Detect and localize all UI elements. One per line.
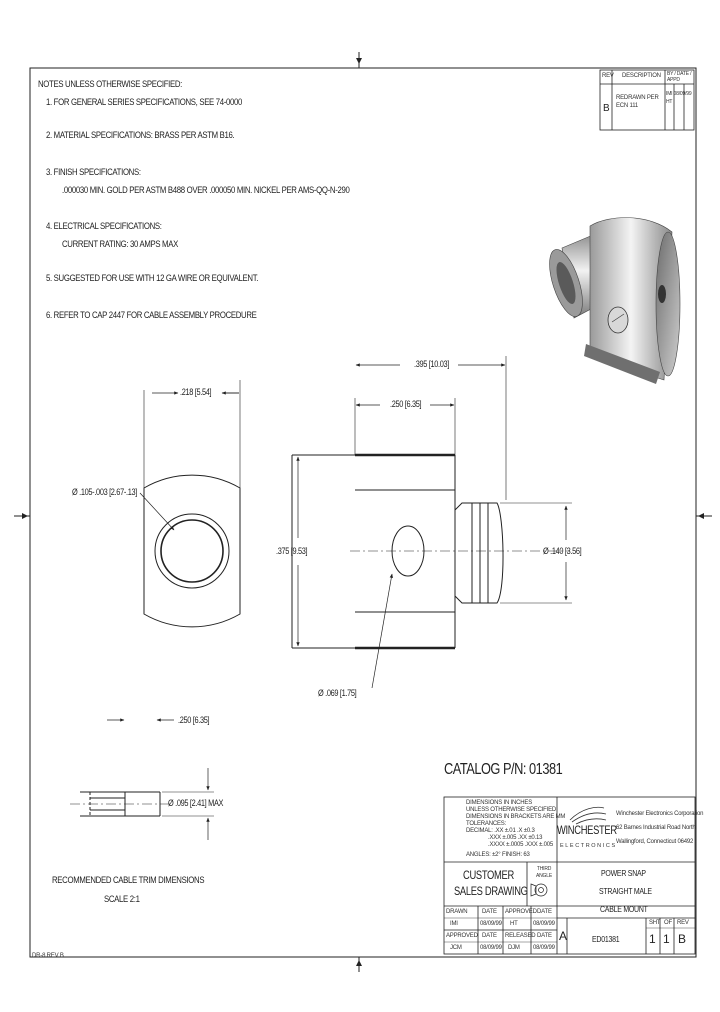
dim-hole-diameter: Ø .069 [1.75] <box>318 688 357 698</box>
drawn-label: DRAWN <box>446 909 468 915</box>
end-view <box>139 380 241 628</box>
note-4: 4. ELECTRICAL SPECIFICATIONS: <box>46 221 162 232</box>
released-by: DJM <box>508 945 520 951</box>
form-number: DR-8 REV B <box>32 953 64 959</box>
sheet-total: 1 <box>663 932 670 946</box>
part-title-line-3: CABLE MOUNT <box>600 904 648 914</box>
company-address-1: Winchester Electronics Corporation <box>616 811 704 817</box>
company-address-3: Wallingford, Connecticut 06492 <box>616 839 694 845</box>
released-label: RELEASED <box>505 933 536 939</box>
rev-label: REV <box>677 920 689 926</box>
drawing-size: A <box>559 929 567 943</box>
rev-header-signoff: BY / DATE / APPD <box>667 71 692 83</box>
tolerance-line-3: DIMENSIONS IN BRACKETS ARE MM <box>466 814 566 820</box>
catalog-part-number: CATALOG P/N: 01381 <box>444 761 563 778</box>
sheet-label: SHT <box>649 920 661 926</box>
dim-strip-length: .250 [6.35] <box>178 715 210 725</box>
rev-header-rev: REV <box>602 73 614 79</box>
sheet-number: 1 <box>649 932 656 946</box>
third-angle-label: THIRD ANGLE <box>536 866 552 879</box>
dim-body-length: .250 [6.35] <box>390 399 422 409</box>
drawing-number: ED01381 <box>592 934 620 944</box>
dim-tail-diameter: Ø .140 [3.56] <box>543 546 582 556</box>
approved-label: APPROVED <box>446 933 478 939</box>
drawn-approved-by: HT <box>510 921 518 927</box>
revision-block <box>599 69 695 131</box>
dim-width: .218 [5.54] <box>180 387 212 397</box>
cable-trim-scale: SCALE 2:1 <box>104 894 140 905</box>
released-date-label: DATE <box>537 933 552 939</box>
part-title-line-1: POWER SNAP <box>601 868 646 878</box>
approved-date-label: DATE <box>482 933 497 939</box>
drawn-date2: 08/09/99 <box>533 921 555 927</box>
notes-header: NOTES UNLESS OTHERWISE SPECIFIED: <box>38 79 182 90</box>
rev-description: REDRAWN PER ECN 111 <box>616 95 659 109</box>
note-5: 5. SUGGESTED FOR USE WITH 12 GA WIRE OR … <box>46 273 259 284</box>
third-angle-projection-symbol <box>530 883 548 897</box>
rev-signoff: IMI 08/09/99 HT <box>666 91 692 105</box>
note-1: 1. FOR GENERAL SERIES SPECIFICATIONS, SE… <box>46 97 243 108</box>
approved-by: JCM <box>450 945 462 951</box>
note-3-detail: .000030 MIN. GOLD PER ASTM B488 OVER .00… <box>62 185 350 196</box>
dim-cable-diameter: Ø .095 [2.41] MAX <box>168 798 224 808</box>
tolerance-line-5: DECIMAL: .XX ±.01 .X ±0.3 <box>466 828 535 834</box>
title-block-grid <box>443 796 696 955</box>
note-4-detail: CURRENT RATING: 30 AMPS MAX <box>62 239 178 250</box>
note-6: 6. REFER TO CAP 2447 FOR CABLE ASSEMBLY … <box>46 310 257 321</box>
note-2: 2. MATERIAL SPECIFICATIONS: BRASS PER AS… <box>46 130 235 141</box>
side-view <box>291 356 572 689</box>
note-3: 3. FINISH SPECIFICATIONS: <box>46 167 141 178</box>
drawn-date2-label: DATE <box>537 909 552 915</box>
company-subtitle: ELECTRONICS <box>560 843 617 849</box>
company-name: WINCHESTER <box>557 823 617 837</box>
center-arrows <box>22 58 704 966</box>
tolerance-line-7: .XXXX ±.0005 .XXX ±.005 <box>488 842 554 848</box>
drawn-by: IMI <box>450 921 458 927</box>
part-title-line-2: STRAIGHT MALE <box>599 886 652 896</box>
drawing-revision: B <box>678 932 686 946</box>
tolerance-line-8: ANGLES: ±2° FINISH: 63 <box>466 852 530 858</box>
drawn-date-label: DATE <box>482 909 497 915</box>
doc-type-line-2: SALES DRAWING <box>454 884 528 898</box>
drawn-date: 08/09/99 <box>480 921 502 927</box>
company-address-2: 62 Barnes Industrial Road North <box>616 825 696 831</box>
dim-height: .375 [9.53] <box>276 546 308 556</box>
winchester-logo-icon <box>569 806 607 825</box>
tolerance-line-6: .XXX ±.005 .XX ±0.13 <box>488 835 543 841</box>
tolerance-line-4: TOLERANCES: <box>466 821 507 827</box>
approved-date: 08/09/99 <box>480 945 502 951</box>
drawn-approved-label: APPROVED <box>505 909 537 915</box>
dim-overall-length: .395 [10.03] <box>414 359 450 369</box>
dim-bore-diameter: Ø .105-.003 [2.67-.13] <box>72 487 137 497</box>
tolerance-line-2: UNLESS OTHERWISE SPECIFIED <box>466 807 557 813</box>
cable-trim-title: RECOMMENDED CABLE TRIM DIMENSIONS <box>52 875 205 886</box>
rev-header-description: DESCRIPTION <box>622 73 661 79</box>
of-label: OF <box>664 920 672 926</box>
cable-trim-view <box>70 718 214 840</box>
rev-letter: B <box>603 103 610 114</box>
released-date: 08/09/99 <box>533 945 555 951</box>
doc-type-line-1: CUSTOMER <box>463 868 514 882</box>
isometric-connector-render <box>549 217 681 384</box>
tolerance-line-1: DIMENSIONS IN INCHES <box>466 800 533 806</box>
